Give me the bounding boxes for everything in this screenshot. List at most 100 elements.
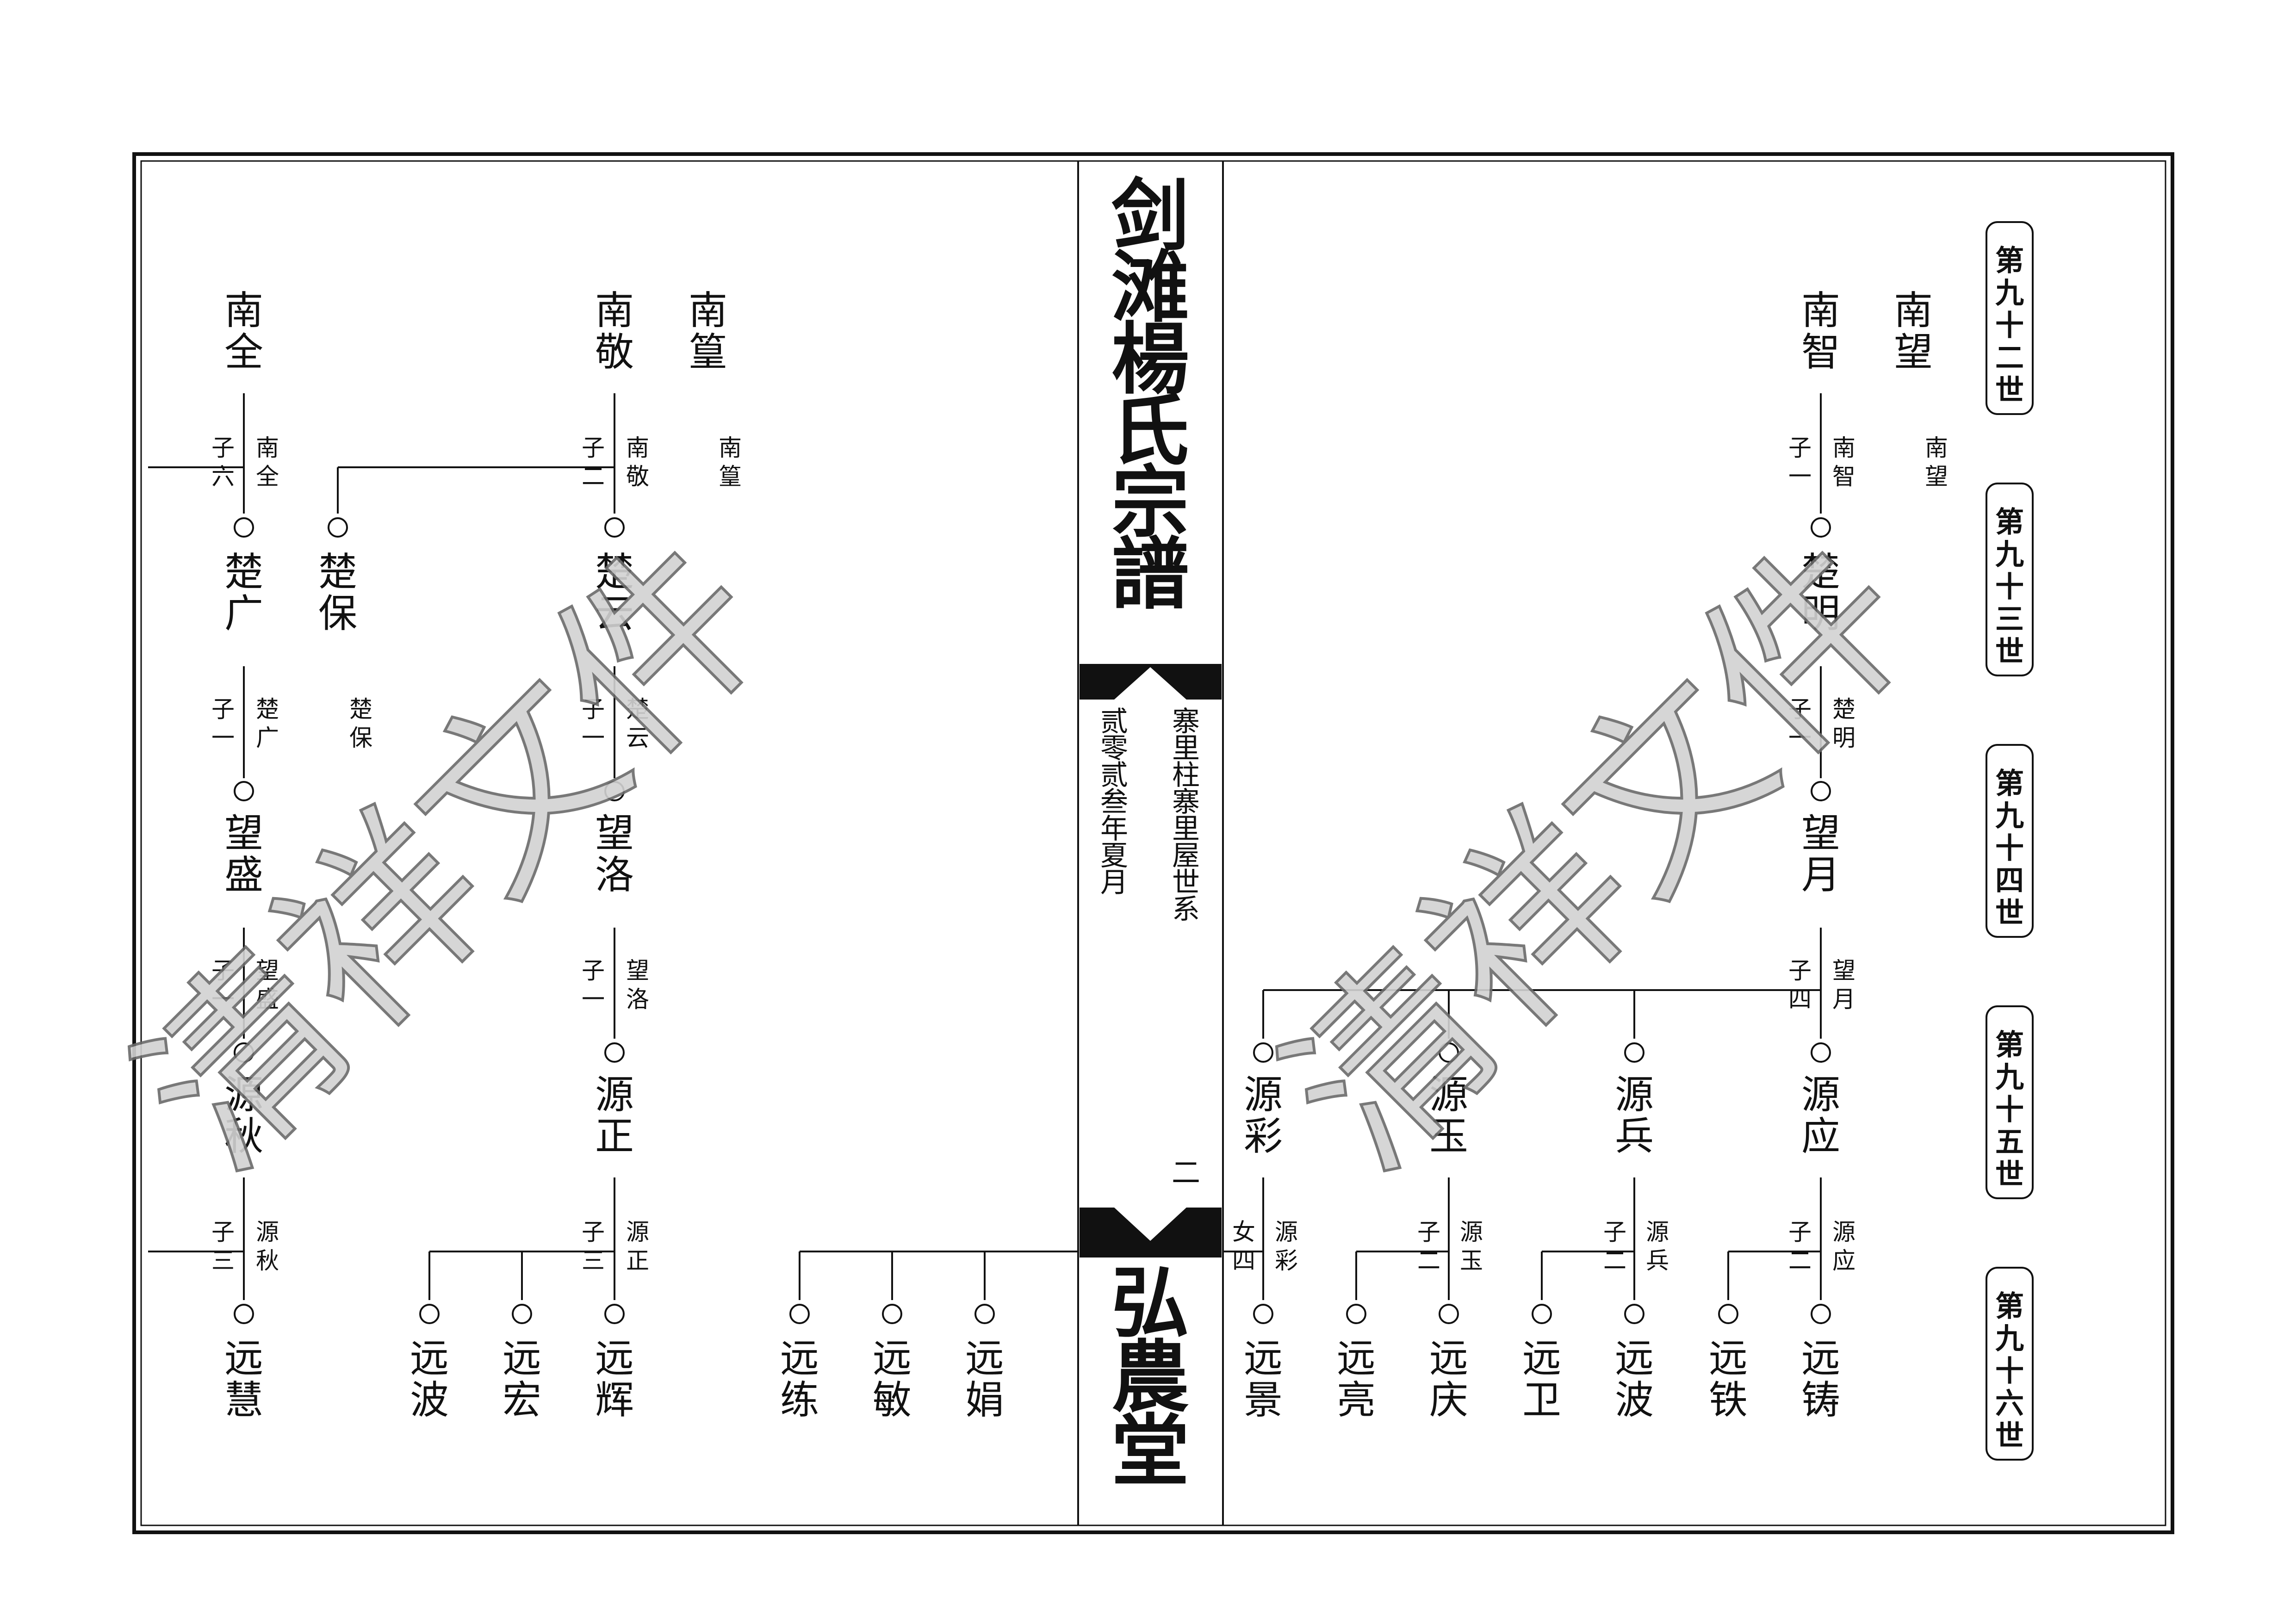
vertical-char: 盛 xyxy=(224,852,263,898)
vertical-char: 云 xyxy=(595,591,634,636)
person-name: 望盛 xyxy=(224,811,263,898)
vertical-char: 六 xyxy=(211,463,235,490)
node-circle xyxy=(419,1304,440,1324)
vertical-char: 四 xyxy=(1788,986,1812,1013)
vertical-char: 望 xyxy=(626,957,649,984)
person-name: 远娟 xyxy=(965,1336,1004,1423)
vertical-char: 应 xyxy=(1832,1247,1855,1274)
vertical-char: 远 xyxy=(1429,1336,1468,1381)
vertical-char: 远 xyxy=(224,1336,263,1381)
tree-nodes xyxy=(234,517,1831,1324)
vertical-char: 望 xyxy=(1894,329,1933,375)
vertical-char: 正 xyxy=(595,1114,634,1159)
vertical-char: 剑 xyxy=(1111,170,1189,261)
vertical-char: 源 xyxy=(256,1219,279,1245)
person-name: 南全 xyxy=(224,288,263,375)
vertical-char: 里 xyxy=(1172,813,1200,845)
node-circle xyxy=(1811,1304,1831,1324)
child-annotations: 子六南全子二南敬南篁子一南智南望子一楚广楚保子一楚云子一楚明子一望盛子一望洛子四… xyxy=(211,434,1948,1274)
child-annotation: 源应 xyxy=(1832,1219,1855,1274)
vertical-char: 慧 xyxy=(224,1377,263,1423)
person-name: 望洛 xyxy=(595,811,634,898)
vertical-char: 篁 xyxy=(689,329,727,375)
vertical-char: 练 xyxy=(780,1377,819,1423)
vertical-char: 第 xyxy=(1995,505,2024,539)
generation-label: 第九十五世 xyxy=(1995,1028,2024,1191)
vertical-char: 女 xyxy=(1232,1219,1255,1245)
child-annotation: 子四 xyxy=(1788,957,1812,1013)
child-annotation: 源玉 xyxy=(1460,1219,1483,1274)
child-annotation: 子三 xyxy=(211,1219,235,1274)
node-circle xyxy=(1811,781,1831,801)
person-name: 远波 xyxy=(1615,1336,1654,1423)
vertical-char: 里 xyxy=(1172,732,1200,765)
vertical-char: 九 xyxy=(1995,799,2024,833)
child-annotation: 望盛 xyxy=(256,957,279,1013)
vertical-char: 应 xyxy=(1801,1114,1840,1159)
vertical-char: 保 xyxy=(349,725,372,751)
vertical-char: 一 xyxy=(582,986,605,1013)
vertical-char: 堂 xyxy=(1111,1405,1189,1497)
person-name: 远景 xyxy=(1244,1336,1283,1423)
vertical-char: 敬 xyxy=(595,329,634,375)
vertical-char: 滩 xyxy=(1111,242,1189,333)
vertical-char: 南 xyxy=(689,288,727,333)
vertical-char: 子 xyxy=(582,1219,605,1245)
vertical-char: 源 xyxy=(1832,1219,1855,1245)
child-annotation: 子一 xyxy=(211,696,235,751)
child-annotation: 南智 xyxy=(1832,434,1855,490)
person-name: 远铁 xyxy=(1709,1336,1748,1423)
vertical-char: 远 xyxy=(873,1336,912,1381)
spine-branch-text: 寨里柱寨里屋世系 xyxy=(1172,706,1200,926)
vertical-char: 子 xyxy=(211,696,235,723)
vertical-char: 零 xyxy=(1100,732,1128,765)
vertical-char: 十 xyxy=(1995,1093,2024,1127)
vertical-char: 源 xyxy=(595,1072,634,1117)
vertical-char: 九 xyxy=(1995,538,2024,571)
vertical-char: 秋 xyxy=(256,1247,279,1274)
vertical-char: 保 xyxy=(318,591,357,636)
vertical-char: 子 xyxy=(211,1219,235,1245)
child-annotation: 子一 xyxy=(1788,434,1812,490)
node-circle xyxy=(1718,1304,1738,1324)
child-annotation: 子一 xyxy=(211,957,235,1013)
person-name: 源彩 xyxy=(1244,1072,1283,1159)
vertical-char: 二 xyxy=(1417,1247,1440,1274)
person-name: 楚广 xyxy=(224,549,263,636)
vertical-char: 第 xyxy=(1995,767,2024,800)
person-name: 远辉 xyxy=(595,1336,634,1423)
vertical-char: 譜 xyxy=(1111,528,1189,620)
node-circle xyxy=(1253,1304,1273,1324)
tree-lines xyxy=(148,393,1822,1300)
vertical-char: 庆 xyxy=(1429,1377,1468,1423)
person-name: 源玉 xyxy=(1429,1072,1468,1159)
vertical-char: 宗 xyxy=(1111,457,1189,548)
node-circle xyxy=(604,781,625,801)
vertical-char: 月 xyxy=(1801,852,1840,898)
vertical-char: 楚 xyxy=(318,549,357,595)
vertical-char: 望 xyxy=(1832,957,1855,984)
vertical-char: 子 xyxy=(582,957,605,984)
node-circle xyxy=(512,1304,532,1324)
vertical-char: 源 xyxy=(1460,1219,1483,1245)
vertical-char: 南 xyxy=(224,288,263,333)
vertical-char: 系 xyxy=(1172,893,1200,926)
vertical-char: 敬 xyxy=(626,463,649,490)
vertical-char: 兵 xyxy=(1615,1114,1654,1159)
child-annotation: 南全 xyxy=(256,434,279,490)
vertical-char: 篁 xyxy=(719,463,742,490)
generation-label-box xyxy=(1986,1267,2034,1461)
child-annotation: 南望 xyxy=(1925,434,1948,490)
person-names: 南全南敬南篁南智南望楚广楚保楚云楚明望盛望洛望月源秋源正源彩源玉源兵源应远慧远波… xyxy=(224,288,1933,1423)
vertical-char: 一 xyxy=(211,725,235,751)
vertical-char: 子 xyxy=(582,434,605,461)
node-circle xyxy=(1439,1304,1459,1324)
generation-label-box xyxy=(1986,483,2034,676)
vertical-char: 智 xyxy=(1832,463,1855,490)
person-name: 望月 xyxy=(1801,811,1840,898)
node-circle xyxy=(1811,1042,1831,1063)
vertical-char: 全 xyxy=(224,329,263,375)
vertical-char: 远 xyxy=(1244,1336,1283,1381)
child-annotation: 望月 xyxy=(1832,957,1855,1013)
vertical-char: 彩 xyxy=(1275,1247,1298,1274)
